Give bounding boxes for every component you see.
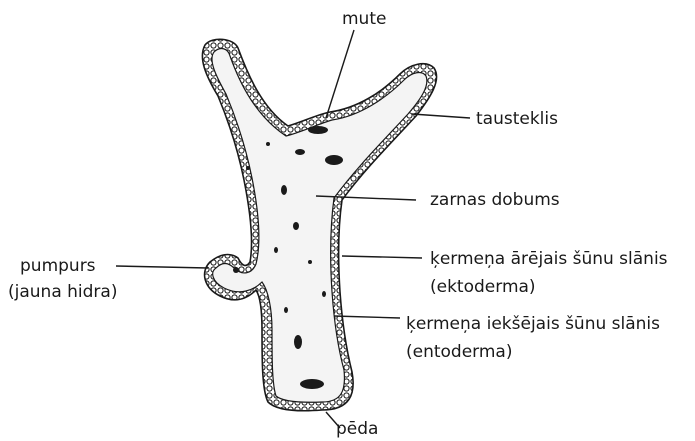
label-ectoderm-term: (ektoderma): [430, 276, 536, 298]
label-gut-cavity: zarnas dobums: [430, 189, 560, 211]
label-endoderm: ķermeņa iekšējais šūnu slānis: [406, 313, 660, 335]
endoderm-leader: [334, 316, 400, 318]
label-mouth: mute: [342, 8, 386, 30]
label-bud: pumpurs: [20, 255, 96, 277]
label-bud-note: (jauna hidra): [8, 281, 117, 303]
tentacle-leader: [412, 114, 470, 118]
mouth-leader: [326, 30, 354, 118]
label-foot: pēda: [336, 418, 378, 440]
label-ectoderm: ķermeņa ārējais šūnu slānis: [430, 248, 668, 270]
label-tentacle: tausteklis: [476, 108, 558, 130]
gut-cavity-shape: [212, 49, 427, 403]
bud-leader: [116, 266, 208, 268]
ectoderm-leader: [342, 256, 422, 258]
label-endoderm-term: (entoderma): [406, 341, 512, 363]
